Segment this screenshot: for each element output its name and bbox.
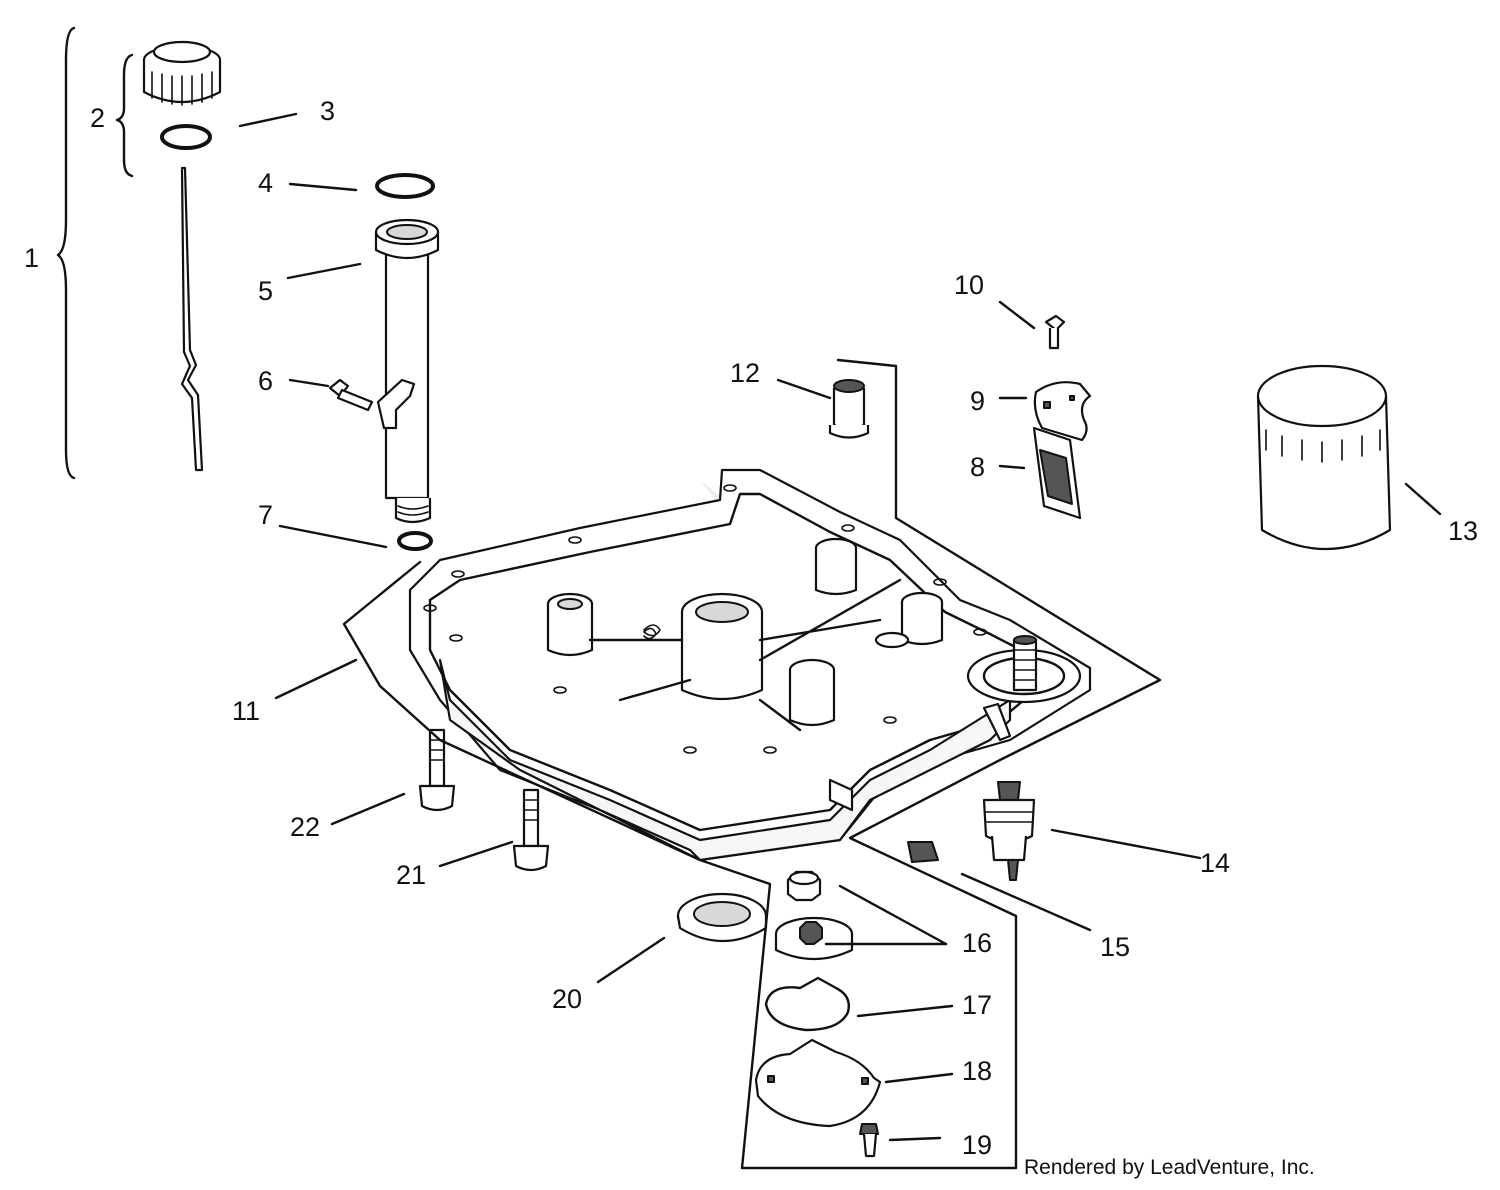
brace-1 <box>56 26 76 480</box>
brace-2 <box>115 53 134 178</box>
callout-2: 2 <box>90 103 105 133</box>
oil-fill-plug <box>828 379 870 439</box>
leader-lines <box>238 112 1442 1142</box>
callout-14: 14 <box>1200 848 1230 878</box>
callout-10: 10 <box>954 270 984 300</box>
callout-12: 12 <box>730 358 760 388</box>
callout-21: 21 <box>396 860 426 890</box>
o-ring-3 <box>160 124 212 150</box>
callout-8: 8 <box>970 452 985 482</box>
cover-plate-9 <box>1033 381 1092 442</box>
screw-6 <box>328 378 374 412</box>
group-outline-16 <box>838 884 948 946</box>
callout-19: 19 <box>962 1130 992 1160</box>
connector-15 <box>907 841 939 863</box>
callout-6: 6 <box>258 366 273 396</box>
oil-sensor <box>982 781 1036 881</box>
callout-3: 3 <box>320 96 335 126</box>
callout-7: 7 <box>258 500 273 530</box>
callout-9: 9 <box>970 386 985 416</box>
callout-15: 15 <box>1100 932 1130 962</box>
callout-13: 13 <box>1448 516 1478 546</box>
callout-18: 18 <box>962 1056 992 1086</box>
decal-8 <box>1032 426 1082 520</box>
gerotor-16 <box>774 870 854 961</box>
screw-10 <box>1044 314 1066 350</box>
callout-22: 22 <box>290 812 320 842</box>
render-credit: Rendered by LeadVenture, Inc. <box>1024 1156 1315 1179</box>
dipstick-tube <box>374 218 440 524</box>
callout-11: 11 <box>232 696 260 726</box>
bolt-22 <box>418 728 456 812</box>
callout-labels: 1 2 3 4 5 6 7 8 9 10 11 12 13 14 15 16 1… <box>24 96 1478 1160</box>
gasket-17 <box>764 976 850 1032</box>
callout-1: 1 <box>24 243 39 273</box>
dipstick-cap <box>142 40 222 106</box>
pump-cover-18 <box>754 1038 882 1128</box>
group-outline-11 <box>342 358 1162 1170</box>
oil-pan <box>408 468 1092 862</box>
o-ring-7 <box>397 531 433 551</box>
bolt-21 <box>512 788 550 872</box>
callout-5: 5 <box>258 276 273 306</box>
oil-filter <box>1256 364 1392 551</box>
oil-seal-20 <box>676 892 768 943</box>
o-ring-4 <box>375 173 435 199</box>
callout-16: 16 <box>962 928 992 958</box>
callout-17: 17 <box>962 990 992 1020</box>
screw-19 <box>859 1123 879 1158</box>
callout-4: 4 <box>258 168 273 198</box>
callout-20: 20 <box>552 984 582 1014</box>
dipstick-rod <box>180 166 204 472</box>
